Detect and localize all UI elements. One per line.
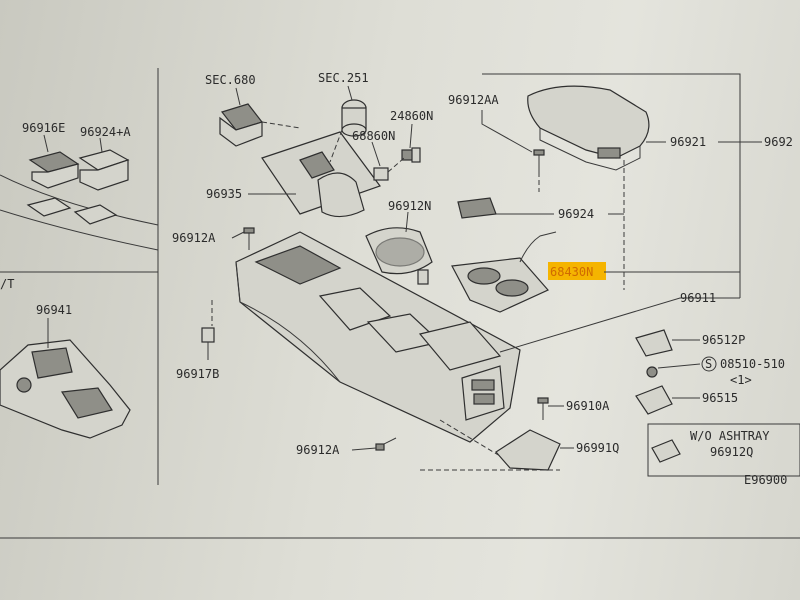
label-68430n: 68430N xyxy=(550,265,593,279)
label-96924: 96924 xyxy=(558,207,594,221)
label-96924a: 96924+A xyxy=(80,125,131,139)
sec680-part xyxy=(219,103,264,147)
dash-switches xyxy=(387,157,405,173)
label-96991q: 96991Q xyxy=(576,441,619,455)
leader-sec251 xyxy=(347,85,353,101)
label-96935: 96935 xyxy=(206,187,242,201)
cover-96912q xyxy=(651,439,681,463)
label-96921: 96921 xyxy=(670,135,706,149)
label-sec680: SEC.680 xyxy=(205,73,256,87)
dash-knob xyxy=(329,129,343,163)
label-08510-qty: <1> xyxy=(730,373,752,387)
cupholder-68430n xyxy=(451,231,557,313)
bolt-08510 xyxy=(646,366,658,378)
label-s-circle: S xyxy=(705,357,712,371)
label-96910a: 96910A xyxy=(566,399,610,413)
label-sec251: SEC.251 xyxy=(318,71,369,85)
label-96911: 96911 xyxy=(680,291,716,305)
leader-96911 xyxy=(499,297,740,353)
leader-96912a-bottom xyxy=(351,447,377,451)
label-96916e: 96916E xyxy=(22,121,65,135)
label-96912a-bottom: 96912A xyxy=(296,443,340,457)
label-96515: 96515 xyxy=(702,391,738,405)
leader-96924a xyxy=(99,137,103,153)
pad-96924 xyxy=(457,197,497,219)
label-08510: 08510-510 xyxy=(720,357,785,371)
screw-96912aa xyxy=(533,149,545,172)
switch-68860n xyxy=(373,167,389,181)
bracket-96911 xyxy=(482,73,741,298)
tray-96515 xyxy=(635,385,673,415)
screw-96912a-top xyxy=(243,227,255,250)
label-wo-ashtray: W/O ASHTRAY xyxy=(690,429,770,443)
center-console-96911 xyxy=(235,231,521,443)
leader-08510 xyxy=(657,363,701,369)
bracket-96512p xyxy=(635,329,673,357)
leader-24860n xyxy=(409,123,413,149)
highlight-68430n xyxy=(548,262,606,280)
label-96912a-top: 96912A xyxy=(172,231,216,245)
label-96912aa: 96912AA xyxy=(448,93,499,107)
label-96512p: 96512P xyxy=(702,333,745,347)
label-96912n: 96912N xyxy=(388,199,431,213)
leader-96912n xyxy=(405,211,409,233)
label-left-edge: /T xyxy=(0,277,14,291)
dash-bottom-2 xyxy=(439,419,501,457)
screw-96912a-bottom xyxy=(375,437,397,451)
dash-sec680 xyxy=(261,121,301,129)
shifter-panel-96935 xyxy=(261,131,381,218)
label-96912q: 96912Q xyxy=(710,445,753,459)
inset-trays-illustration xyxy=(0,149,159,251)
label-diagram-code: E96900 xyxy=(744,473,787,487)
label-9692-edge: 9692 xyxy=(764,135,793,149)
leader-68860n xyxy=(371,141,381,167)
wo-ashtray-box xyxy=(647,423,800,477)
clip-96917b xyxy=(201,327,215,360)
label-68860n: 68860N xyxy=(352,129,395,143)
bracket-96991q xyxy=(495,429,561,471)
switch-24860n xyxy=(401,147,421,163)
sec251-shift-knob xyxy=(341,99,367,137)
armrest-lid-96921 xyxy=(527,85,650,171)
label-24860n: 24860N xyxy=(390,109,433,123)
screw-96910a xyxy=(537,397,549,420)
leader-sec680 xyxy=(235,87,241,106)
leader-96912aa xyxy=(481,110,533,153)
boot-96912n xyxy=(365,227,433,285)
inset-96941-illustration xyxy=(0,339,131,439)
leader-96912a-top xyxy=(231,231,245,239)
label-96941: 96941 xyxy=(36,303,72,317)
label-96917b: 96917B xyxy=(176,367,219,381)
leader-96916e xyxy=(43,134,49,153)
s-circle-icon xyxy=(701,356,717,372)
